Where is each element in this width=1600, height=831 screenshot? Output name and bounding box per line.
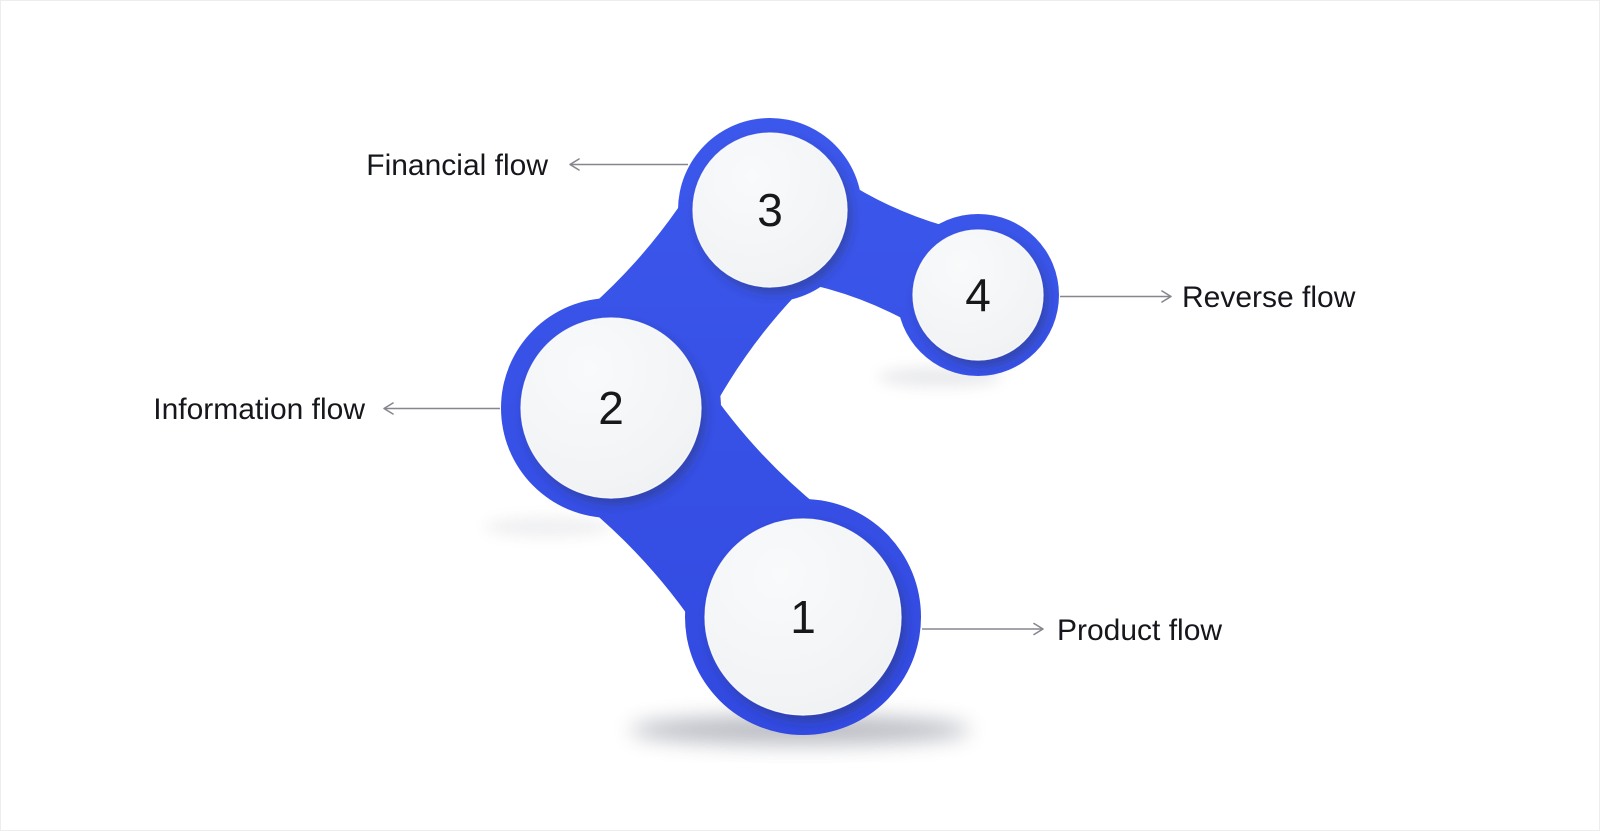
callout-reverse-flow: Reverse flow: [1060, 281, 1356, 314]
node-3-number: 3: [757, 184, 783, 236]
node-4-face: [912, 229, 1044, 361]
reverse-flow-label: Reverse flow: [1182, 281, 1356, 314]
node-1-face: [704, 518, 902, 716]
node-2-face: [520, 317, 702, 499]
node-3: 3: [692, 132, 848, 288]
node-2: 2: [520, 317, 702, 499]
information-flow-label: Information flow: [153, 393, 365, 426]
product-flow-label: Product flow: [1057, 614, 1222, 647]
financial-flow-label: Financial flow: [366, 149, 548, 182]
callout-product-flow: Product flow: [922, 614, 1222, 647]
node-1-number: 1: [790, 591, 816, 643]
product-flow-arrowhead-icon: [1033, 622, 1044, 636]
node-4-number: 4: [965, 269, 991, 321]
reverse-flow-arrowhead-icon: [1161, 290, 1172, 303]
callout-information-flow: Information flow: [153, 393, 500, 426]
callout-financial-flow: Financial flow: [366, 149, 688, 182]
node-2-number: 2: [598, 382, 624, 434]
node-1: 1: [704, 518, 902, 716]
node-3-face: [692, 132, 848, 288]
node-4: 4: [912, 229, 1044, 361]
ground-shadow-node-2: [484, 517, 612, 537]
financial-flow-arrowhead-icon: [569, 158, 580, 171]
information-flow-arrowhead-icon: [383, 402, 394, 415]
